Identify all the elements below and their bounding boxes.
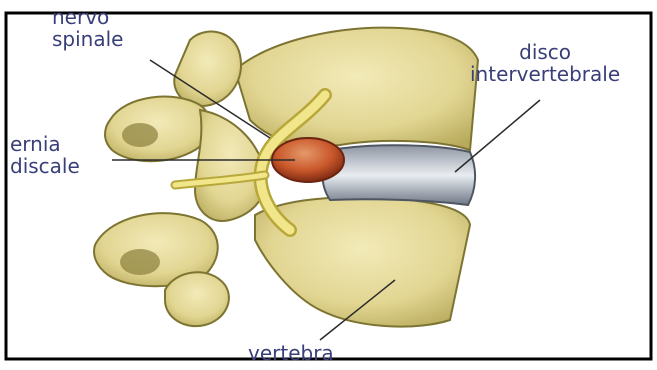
label-ernia-discale-line2: discale [10,155,80,177]
upper-posterior-process [174,32,241,106]
upper-vertebra-body [235,28,478,150]
label-ernia-discale-line1: ernia [10,133,80,155]
label-vertebra-text: vertebra [248,342,334,364]
label-ernia-discale: ernia discale [10,133,80,177]
label-vertebra: vertebra [248,342,334,364]
lower-vertebra-body [255,197,470,326]
label-disco-intervertebrale-line2: intervertebrale [470,63,620,85]
label-nervo-spinale: nervo spinale [52,6,123,50]
label-disco-intervertebrale: disco intervertebrale [470,41,620,85]
lower-posterior-process [165,272,229,326]
label-nervo-spinale-line1: nervo [52,6,123,28]
intervertebral-disc [323,145,476,205]
label-disco-intervertebrale-line1: disco [470,41,620,63]
label-nervo-spinale-line2: spinale [52,28,123,50]
upper-transverse-process [105,97,210,162]
